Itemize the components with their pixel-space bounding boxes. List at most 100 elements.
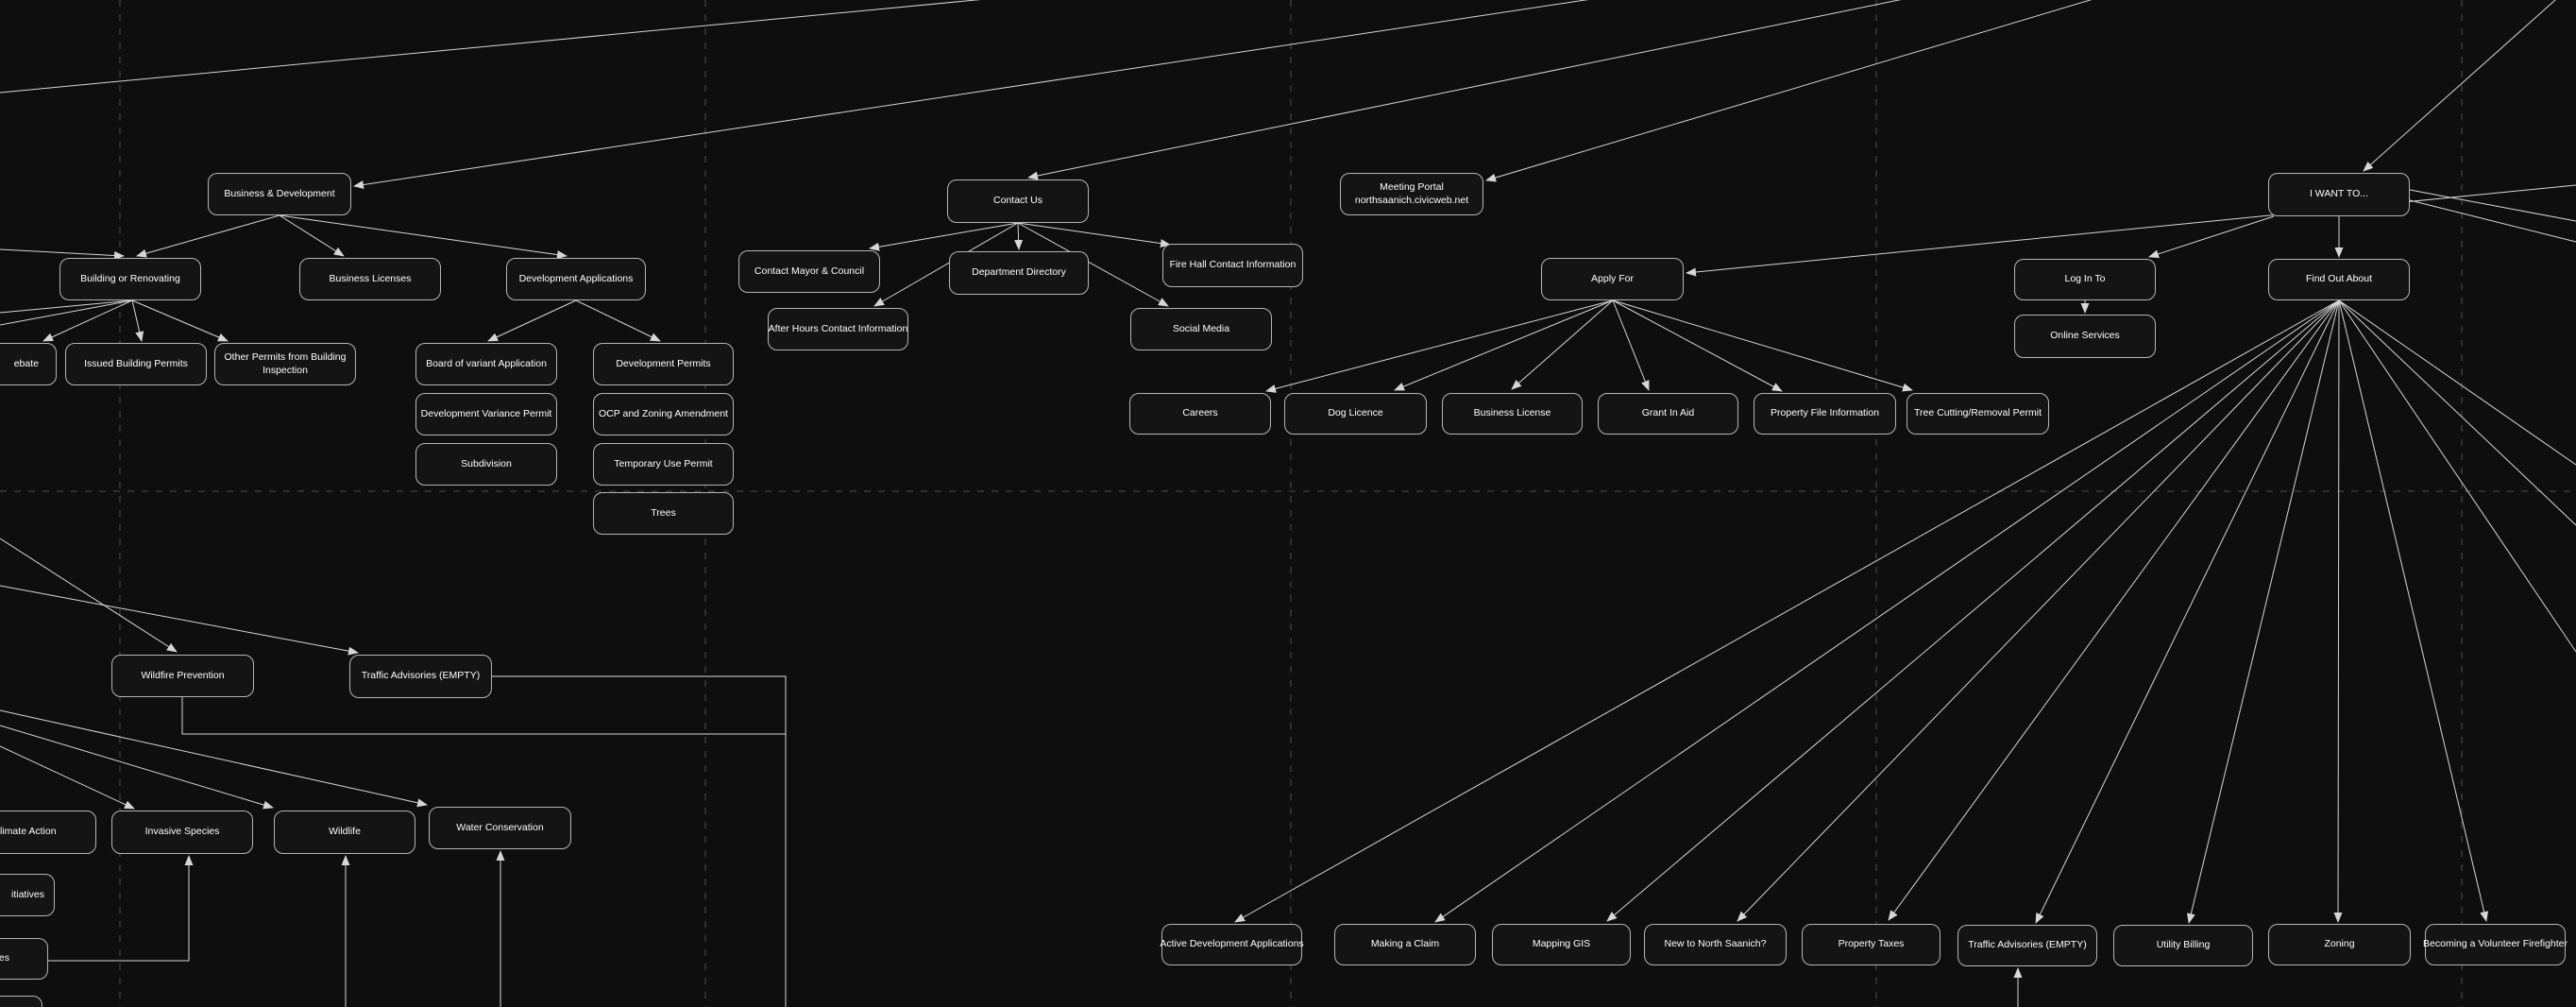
node-i-want-to[interactable]: I WANT TO... (2268, 173, 2410, 216)
node-label: Subdivision (461, 457, 512, 469)
node-es-cut[interactable]: es (0, 938, 48, 980)
node-find-out-about[interactable]: Find Out About (2268, 259, 2410, 300)
node-label: Property File Information (1771, 407, 1879, 419)
node-development-permits[interactable]: Development Permits (593, 343, 734, 385)
graph-edge (0, 0, 981, 94)
node-department-directory[interactable]: Department Directory (949, 251, 1089, 295)
node-active-development-applications[interactable]: Active Development Applications (1160, 924, 1304, 965)
node-contact-mayor-council[interactable]: Contact Mayor & Council (738, 250, 880, 293)
graph-edge (2338, 299, 2576, 466)
node-label: Active Development Applications (1160, 938, 1304, 950)
graph-edge (0, 248, 125, 260)
node-development-variance-permit[interactable]: Development Variance Permit (415, 393, 557, 435)
graph-edge (1027, 0, 1902, 180)
node-business-development[interactable]: Business & Development (208, 173, 351, 215)
node-board-of-variant-application[interactable]: Board of variant Application (415, 343, 557, 385)
node-contact-us[interactable]: Contact Us (947, 179, 1089, 223)
node-issued-building-permits[interactable]: Issued Building Permits (65, 343, 207, 385)
node-label: Development Variance Permit (420, 407, 552, 419)
graph-edge (2148, 215, 2275, 259)
node-label: Log In To (2064, 273, 2106, 285)
node-building-or-renovating[interactable]: Building or Renovating (59, 258, 201, 300)
node-online-services[interactable]: Online Services (2014, 315, 2156, 358)
node-after-hours-contact-information[interactable]: After Hours Contact Information (768, 308, 908, 350)
graph-edge (1394, 299, 1614, 391)
graph-edge (1612, 299, 1913, 392)
node-temporary-use-permit[interactable]: Temporary Use Permit (593, 443, 734, 486)
node-label: Invasive Species (144, 826, 220, 838)
node-label: Utility Billing (2156, 939, 2211, 951)
node-development-applications[interactable]: Development Applications (506, 258, 646, 300)
node-label: Temporary Use Permit (614, 457, 713, 469)
node-utility-billing[interactable]: Utility Billing (2113, 925, 2253, 966)
graph-edge (2338, 299, 2489, 922)
node-log-in-to[interactable]: Log In To (2014, 259, 2156, 300)
node-business-license[interactable]: Business License (1442, 393, 1583, 435)
node-trees[interactable]: Trees (593, 492, 734, 535)
node-tree-cutting-removal-permit[interactable]: Tree Cutting/Removal Permit (1907, 393, 2049, 435)
node-traffic-advisories-empty-1[interactable]: Traffic Advisories (EMPTY) (349, 655, 492, 698)
node-traffic-advisories-empty-2[interactable]: Traffic Advisories (EMPTY) (1957, 925, 2097, 966)
node-label: Dog Licence (1328, 407, 1383, 419)
node-label: I WANT TO... (2309, 188, 2369, 200)
node-new-to-north-saanich[interactable]: New to North Saanich? (1644, 924, 1787, 965)
node-label: After Hours Contact Information (768, 322, 908, 334)
node-label: Water Conservation (456, 821, 544, 833)
node-label: Traffic Advisories (EMPTY) (361, 670, 481, 682)
graph-edge (48, 855, 194, 962)
node-label: itiatives (10, 888, 44, 900)
graph-edge (2338, 299, 2576, 653)
node-zoning[interactable]: Zoning (2268, 924, 2411, 965)
graph-edge (2409, 189, 2576, 222)
node-label: Development Applications (518, 272, 634, 284)
node-grant-in-aid[interactable]: Grant In Aid (1598, 393, 1738, 435)
node-business-licenses[interactable]: Business Licenses (299, 258, 441, 300)
node-initiatives-cut[interactable]: itiatives (0, 874, 55, 916)
node-wildfire-prevention[interactable]: Wildfire Prevention (111, 655, 254, 697)
graph-edge (0, 745, 135, 810)
node-dog-licence[interactable]: Dog Licence (1284, 393, 1427, 435)
node-property-taxes[interactable]: Property Taxes (1802, 924, 1940, 965)
node-label: Tree Cutting/Removal Permit (1914, 407, 2042, 419)
graph-edge (2186, 299, 2340, 924)
node-invasive-species[interactable]: Invasive Species (111, 811, 253, 854)
node-corner-cut[interactable] (0, 996, 42, 1007)
graph-edge (2338, 299, 2576, 526)
node-property-file-information[interactable]: Property File Information (1754, 393, 1896, 435)
node-label: Business Licenses (329, 272, 412, 284)
graph-edge (1234, 299, 2340, 923)
node-becoming-a-volunteer-firefighter[interactable]: Becoming a Volunteer Firefighter (2423, 924, 2568, 965)
graph-edge (1017, 222, 1171, 248)
graph-edge (1686, 184, 2576, 277)
node-social-media[interactable]: Social Media (1130, 308, 1272, 350)
node-fire-hall-contact-information[interactable]: Fire Hall Contact Information (1162, 244, 1303, 287)
node-meeting-portal[interactable]: Meeting Portal northsaanich.civicweb.net (1340, 173, 1483, 215)
node-label: Becoming a Volunteer Firefighter (2423, 938, 2568, 950)
node-climate-action[interactable]: Climate Action (0, 811, 96, 854)
graph-edge (2409, 199, 2576, 243)
node-label: Grant In Aid (1641, 407, 1695, 419)
node-careers[interactable]: Careers (1129, 393, 1271, 435)
node-making-a-claim[interactable]: Making a Claim (1334, 924, 1476, 965)
node-label: Other Permits from Building Inspection (224, 350, 347, 376)
graph-edge (2363, 0, 2556, 172)
node-label: Development Permits (616, 357, 711, 369)
node-label: Mapping GIS (1532, 938, 1591, 950)
node-other-permits-from-building-inspection[interactable]: Other Permits from Building Inspection (214, 343, 356, 385)
node-subdivision[interactable]: Subdivision (415, 443, 557, 486)
node-water-conservation[interactable]: Water Conservation (429, 807, 571, 849)
node-wildlife[interactable]: Wildlife (274, 811, 415, 854)
node-label: Issued Building Permits (84, 357, 188, 369)
graph-edge (42, 299, 133, 342)
node-mapping-gis[interactable]: Mapping GIS (1492, 924, 1631, 965)
node-apply-for[interactable]: Apply For (1541, 258, 1684, 300)
graph-edge (1265, 299, 1614, 393)
node-ocp-and-zoning-amendment[interactable]: OCP and Zoning Amendment (593, 393, 734, 435)
node-rebate-cut[interactable]: ebate (0, 343, 57, 385)
graph-edge (353, 0, 1589, 189)
node-label: ebate (13, 357, 39, 369)
graph-edge (0, 299, 133, 326)
node-label: Department Directory (972, 266, 1066, 279)
